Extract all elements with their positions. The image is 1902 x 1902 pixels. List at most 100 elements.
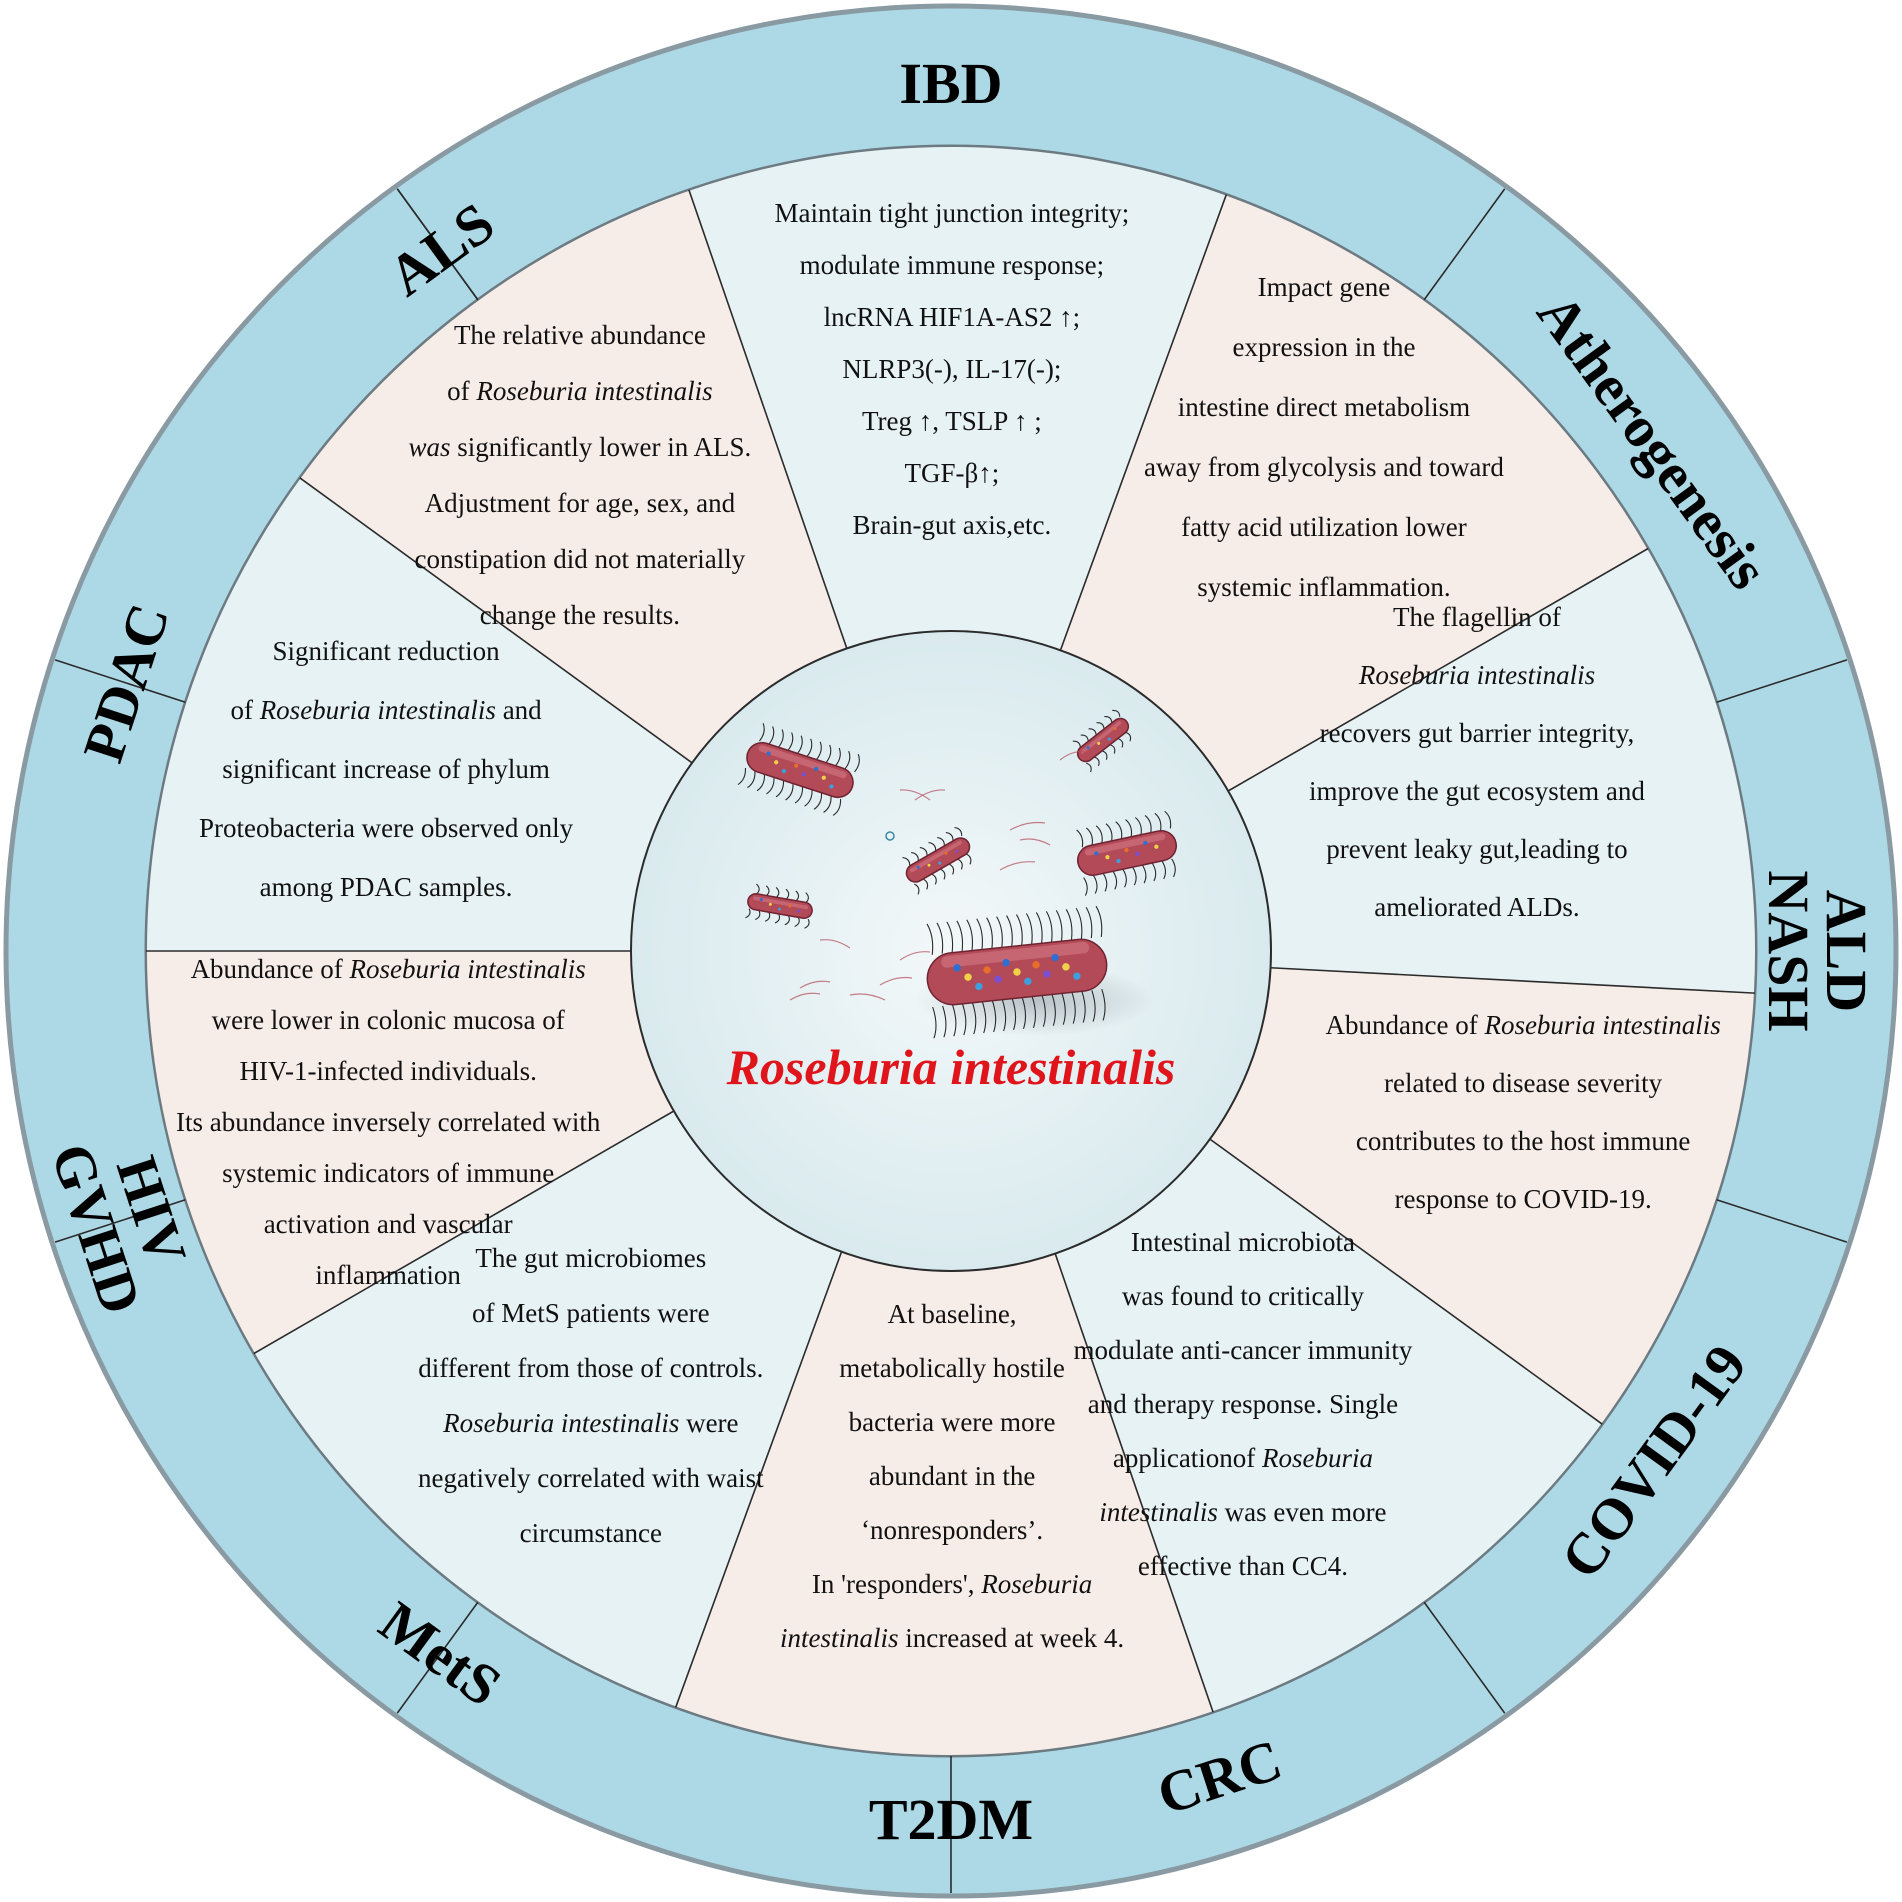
text-run: Abundance of: [190, 954, 350, 984]
sector-text-line: different from those of controls.: [418, 1341, 764, 1396]
inner-divider-line: [1059, 194, 1228, 651]
sector-text-line: of MetS patients were: [418, 1286, 764, 1341]
sector-text-mets: The gut microbiomes of MetS patients were…: [418, 1231, 764, 1561]
sector-wedge-ald: [1228, 549, 1755, 994]
disease-label: ALD: [1814, 890, 1879, 1012]
text-run: The flagellin of: [1392, 602, 1561, 632]
text-run: change the results.: [479, 600, 680, 630]
sector-text-line: HIV-1-infected individuals.: [176, 1046, 600, 1097]
text-run: ‘nonresponders’.: [860, 1515, 1044, 1545]
text-run: Abundance of: [1325, 1010, 1485, 1040]
disease-label: IBD: [899, 51, 1002, 116]
species-name: Roseburia intestinalis: [443, 1408, 680, 1438]
text-run: Adjustment for age, sex, and: [424, 488, 736, 518]
sector-text-line: modulate immune response;: [775, 239, 1130, 291]
text-run: among PDAC samples.: [259, 872, 513, 902]
sector-text-crc: Intestinal microbiota was found to critic…: [1074, 1215, 1413, 1593]
sector-text-line: Abundance of Roseburia intestinalis: [1326, 996, 1721, 1054]
sector-wedge-atherogenesis: [1060, 195, 1648, 792]
text-run: of: [230, 695, 260, 725]
text-run: activation and vascular: [263, 1209, 513, 1239]
sector-text-line: intestine direct metabolism: [1144, 377, 1504, 437]
sector-text-line: The flagellin of: [1309, 588, 1645, 646]
sector-text-als: The relative abundance of Roseburia intes…: [409, 307, 752, 643]
text-run: prevent leaky gut,leading to: [1326, 834, 1628, 864]
text-run: Proteobacteria were observed only: [199, 813, 574, 843]
label-t2dm: T2DM: [869, 1787, 1033, 1852]
sector-text-line: At baseline,: [780, 1287, 1124, 1341]
text-run: intestine direct metabolism: [1177, 392, 1471, 422]
bacterium: [902, 827, 972, 895]
text-run: abundant in the: [868, 1461, 1036, 1491]
text-run: Treg ↑, TSLP ↑ ;: [861, 406, 1042, 436]
flagellum-wisp: [1009, 821, 1046, 831]
species-name: Roseburia intestinalis: [259, 695, 496, 725]
sector-text-line: TGF-β↑;: [775, 447, 1130, 499]
flagellum-wisp: [1059, 751, 1086, 761]
text-run: was found to critically: [1121, 1281, 1365, 1311]
text-run: HIV-1-infected individuals.: [239, 1056, 537, 1086]
text-run: fatty acid utilization lower: [1181, 512, 1467, 542]
text-run: Intestinal microbiota: [1130, 1227, 1356, 1257]
text-run: circumstance: [519, 1518, 663, 1548]
flagellum-wisp: [999, 861, 1036, 871]
ring-divider-line: [396, 1601, 479, 1714]
text-run: At baseline,: [887, 1299, 1017, 1329]
text-run: The gut microbiomes: [475, 1243, 707, 1273]
sector-text-line: change the results.: [409, 587, 752, 643]
center-disc: [630, 630, 1272, 1272]
inner-divider-line: [253, 1110, 675, 1355]
text-run: The relative abundance: [453, 320, 706, 350]
sector-text-line: significant increase of phylum: [199, 740, 573, 799]
sector-text-line: NLRP3(-), IL-17(-);: [775, 343, 1130, 395]
sector-text-line: Roseburia intestinalis: [1309, 646, 1645, 704]
ring-divider-line: [54, 1198, 186, 1243]
sector-text-line: ameliorated ALDs.: [1309, 878, 1645, 936]
sector-text-covid-19: Abundance of Roseburia intestinalis relat…: [1326, 996, 1721, 1228]
sector-text-line: prevent leaky gut,leading to: [1309, 820, 1645, 878]
text-run: NLRP3(-), IL-17(-);: [842, 354, 1062, 384]
text-run: applicationof: [1112, 1443, 1263, 1473]
ring-divider-line: [54, 659, 186, 704]
sector-text-line: of Roseburia intestinalis: [409, 363, 752, 419]
inner-divider-line: [1054, 1253, 1214, 1713]
bacterium-large: [926, 905, 1108, 1039]
text-run: lncRNA HIF1A-AS2 ↑;: [823, 302, 1081, 332]
text-run: related to disease severity: [1384, 1068, 1663, 1098]
sector-text-line: was found to critically: [1074, 1269, 1413, 1323]
sector-text-line: Treg ↑, TSLP ↑ ;: [775, 395, 1130, 447]
flagellum-wisp: [899, 789, 931, 801]
sector-text-line: Significant reduction: [199, 622, 573, 681]
sector-text-line: fatty acid utilization lower: [1144, 497, 1504, 557]
sector-wedge-mets: [254, 1111, 842, 1707]
sector-wedge-ibd: [689, 147, 1226, 651]
text-run: and therapy response. Single: [1087, 1389, 1399, 1419]
sector-text-line: and therapy response. Single: [1074, 1377, 1413, 1431]
sector-text-line: systemic inflammation.: [1144, 557, 1504, 617]
ring-divider-line: [1716, 1198, 1848, 1243]
ring-divider-line: [1716, 659, 1848, 704]
sector-text-line: The gut microbiomes: [418, 1231, 764, 1286]
text-run: Impact gene: [1257, 272, 1391, 302]
inner-divider-line: [1209, 1138, 1603, 1425]
text-run: response to COVID-19.: [1394, 1184, 1652, 1214]
spore-dot: [885, 831, 895, 841]
sector-text-line: modulate anti-cancer immunity: [1074, 1323, 1413, 1377]
sector-text-line: contributes to the host immune: [1326, 1112, 1721, 1170]
inner-divider-line: [1270, 966, 1755, 994]
sector-text-line: inflammation: [176, 1250, 600, 1301]
disease-label: T2DM: [869, 1787, 1033, 1852]
sector-text-line: intestinalis increased at week 4.: [780, 1611, 1124, 1665]
bacterium: [745, 883, 813, 929]
text-run: constipation did not materially: [414, 544, 746, 574]
text-run: inflammation: [315, 1260, 461, 1290]
flagellum-wisp: [879, 976, 913, 986]
text-run: Significant reduction: [272, 636, 500, 666]
sector-text-line: Brain-gut axis,etc.: [775, 499, 1130, 551]
text-run: Maintain tight junction integrity;: [774, 198, 1130, 228]
inner-divider-line: [299, 477, 693, 764]
text-run: Brain-gut axis,etc.: [852, 510, 1052, 540]
sector-text-line: The relative abundance: [409, 307, 752, 363]
